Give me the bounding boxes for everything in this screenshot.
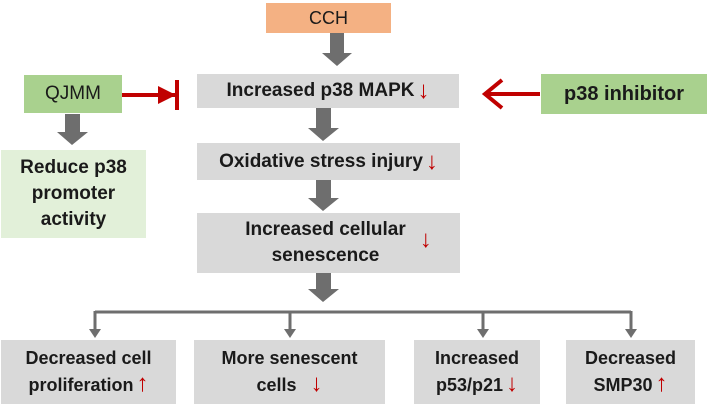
cch-label: CCH xyxy=(309,7,348,28)
reduce-promoter-box: Reduce p38 promoter activity xyxy=(1,150,146,238)
qjmm-label: QJMM xyxy=(45,83,101,104)
down-arrow-icon: ↓ xyxy=(425,147,438,175)
promoter-label-line3: activity xyxy=(40,209,107,230)
flow-arrow-oxidative-to-senescence xyxy=(308,180,339,211)
qjmm-box: QJMM xyxy=(24,75,122,113)
up-arrow-icon: ↑ xyxy=(136,370,149,397)
senescence-label-line2: senescence xyxy=(271,245,380,266)
p38-inhibitor-label: p38 inhibitor xyxy=(564,82,684,105)
outcome-label-line1: Increased xyxy=(434,348,520,368)
senescence-label-line1: Increased cellular xyxy=(245,219,406,240)
outcome-label-line2: p53/p21 xyxy=(435,375,504,395)
split-arrowhead-2 xyxy=(284,329,296,338)
flow-arrow-qjmm-to-promoter xyxy=(57,114,88,145)
up-arrow-icon: ↑ xyxy=(655,370,668,397)
outcome-label-line1: More senescent xyxy=(221,348,358,368)
promoter-label-line1: Reduce p38 xyxy=(20,157,127,178)
split-arrowhead-4 xyxy=(625,329,637,338)
down-arrow-icon: ↓ xyxy=(419,226,432,253)
flow-arrow-p38-to-oxidative xyxy=(308,108,339,141)
promoter-label-line2: promoter xyxy=(31,183,116,204)
outcome-box-senescent-cells: More senescent cells ↓ xyxy=(194,340,385,404)
outcome-label-line1: Decreased xyxy=(584,348,677,368)
outcome-label-line2: SMP30 xyxy=(593,375,653,395)
p38-mapk-label: Increased p38 MAPK xyxy=(226,80,415,101)
inhibition-arrowhead xyxy=(158,86,176,104)
split-arrowhead-1 xyxy=(89,329,101,338)
down-arrow-icon: ↓ xyxy=(310,370,323,397)
p38-inhibitor-box: p38 inhibitor xyxy=(541,74,707,114)
outcome-label-line2: cells xyxy=(256,375,297,395)
cellular-senescence-box: Increased cellular senescence ↓ xyxy=(197,213,460,273)
outcome-box-p53-p21: Increased p53/p21↓ xyxy=(414,340,540,404)
outcome-label-line2: proliferation xyxy=(28,375,134,395)
cch-box: CCH xyxy=(266,3,391,33)
p38-mapk-box: Increased p38 MAPK ↓ xyxy=(197,74,459,108)
down-arrow-icon: ↓ xyxy=(506,370,519,397)
oxidative-stress-label: Oxidative stress injury xyxy=(219,150,423,172)
flow-arrow-senescence-to-outcomes xyxy=(308,273,339,302)
down-arrow-icon: ↓ xyxy=(417,77,430,104)
split-arrowhead-3 xyxy=(477,329,489,338)
outcome-box-smp30: Decreased SMP30↑ xyxy=(566,340,695,404)
oxidative-stress-box: Oxidative stress injury ↓ xyxy=(197,143,460,180)
flow-arrow-cch-to-p38 xyxy=(322,33,352,66)
outcome-label-line1: Decreased cell xyxy=(25,348,152,368)
inhibitor-arrowhead xyxy=(481,78,504,110)
outcome-box-proliferation: Decreased cell proliferation↑ xyxy=(1,340,176,404)
